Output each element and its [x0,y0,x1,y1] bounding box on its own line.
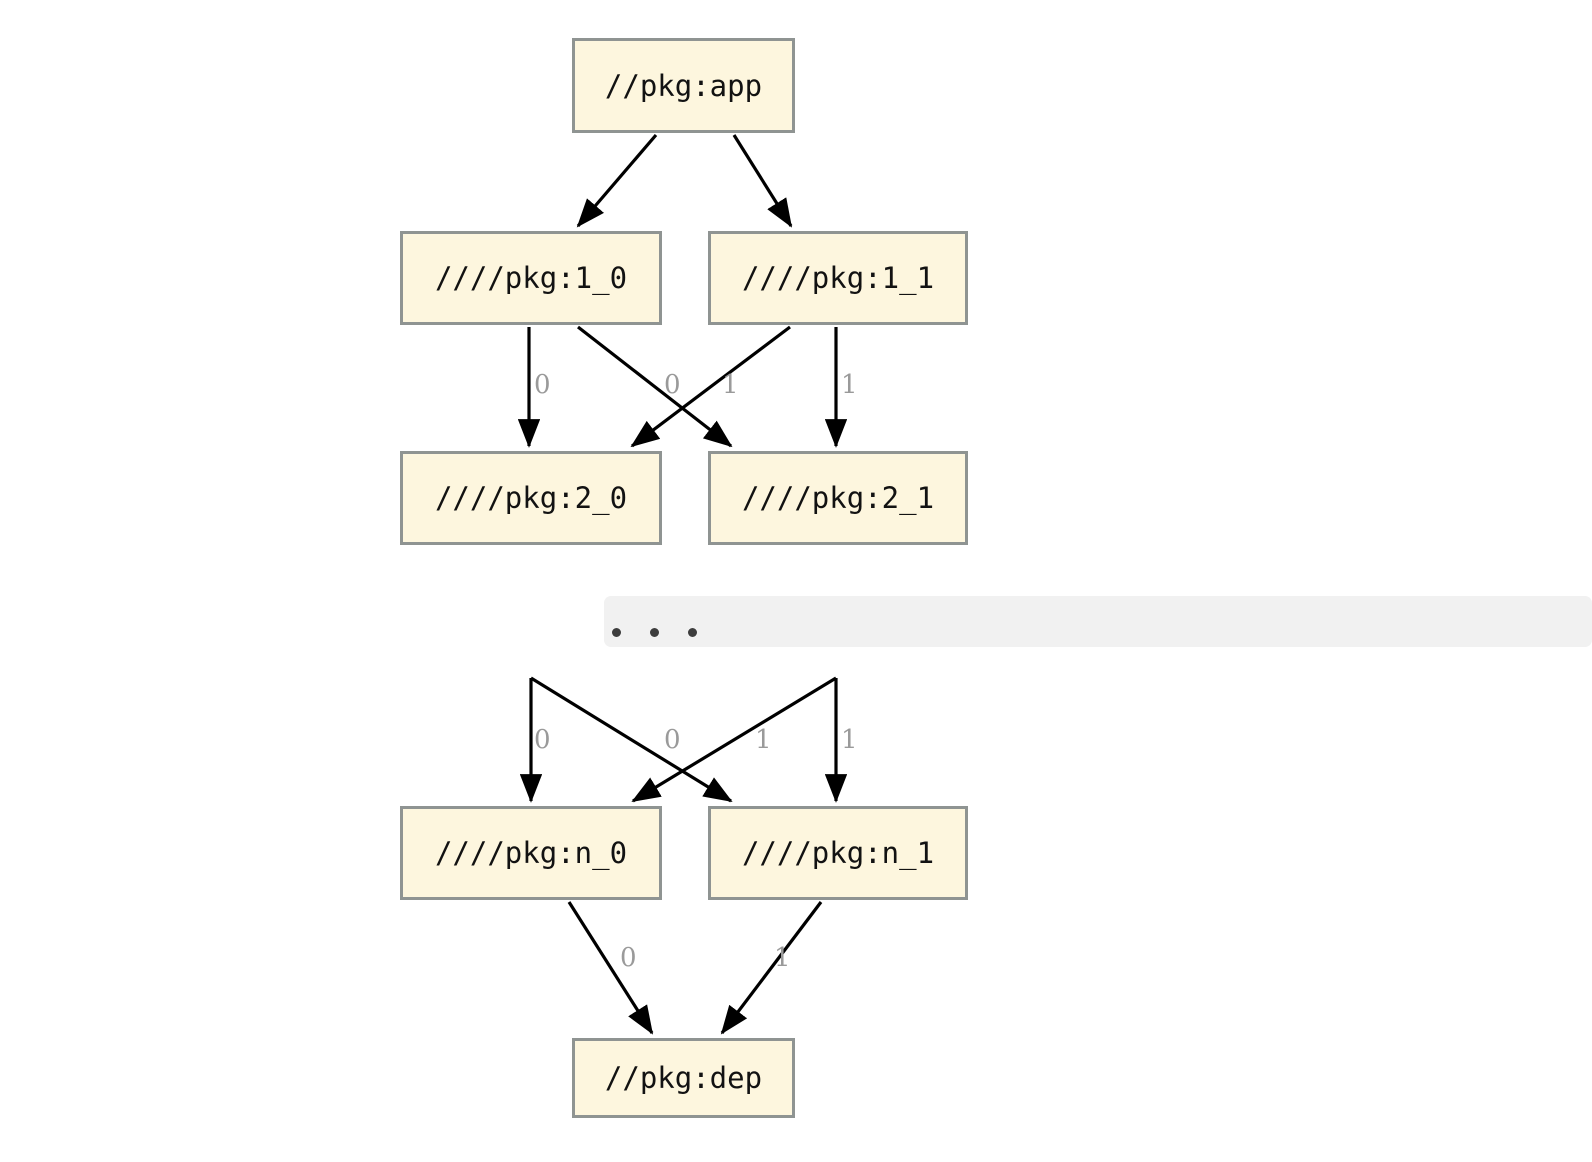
edge-label: 0 [664,370,681,400]
node-nn_1[interactable]: ////pkg:n_1 [708,806,968,900]
edge-label: 1 [841,370,858,400]
edge-label: 0 [534,370,551,400]
ellipsis-dot [612,628,621,637]
node-label: //pkg:app [604,68,763,103]
edge-src-to-nn_1 [530,676,733,803]
node-label: ////pkg:n_0 [434,836,628,870]
edge-label: 1 [774,943,791,973]
edge-label: 1 [755,725,772,755]
edge-app-to-n1_1 [732,134,793,228]
edge-nn_0-to-dep [567,901,654,1035]
node-label: ////pkg:1_1 [741,261,935,295]
node-label: //pkg:dep [604,1061,763,1095]
node-app[interactable]: //pkg:app [572,38,795,133]
node-label: ////pkg:2_0 [434,481,628,515]
node-n1_1[interactable]: ////pkg:1_1 [708,231,968,325]
edge-label: 1 [722,370,739,400]
edge-label: 0 [620,943,637,973]
edge-label: 0 [664,725,681,755]
ellipsis-dot [650,628,659,637]
node-n2_1[interactable]: ////pkg:2_1 [708,451,968,545]
edge-n1_0-to-n2_1 [577,325,733,448]
edge-label: 1 [841,725,858,755]
node-n2_0[interactable]: ////pkg:2_0 [400,451,662,545]
node-n1_0[interactable]: ////pkg:1_0 [400,231,662,325]
edge-label: 0 [534,725,551,755]
ellipsis-separator-band [604,596,1592,647]
edge-app-to-n1_0 [576,133,658,228]
node-nn_0[interactable]: ////pkg:n_0 [400,806,662,900]
edge-nn_1-to-dep [720,901,823,1035]
edge-n1_1-to-n2_0 [630,325,791,448]
node-label: ////pkg:1_0 [434,261,628,295]
node-label: ////pkg:n_1 [741,836,935,870]
node-dep[interactable]: //pkg:dep [572,1038,795,1118]
ellipsis-dot [688,628,697,637]
node-label: ////pkg:2_1 [741,481,935,515]
